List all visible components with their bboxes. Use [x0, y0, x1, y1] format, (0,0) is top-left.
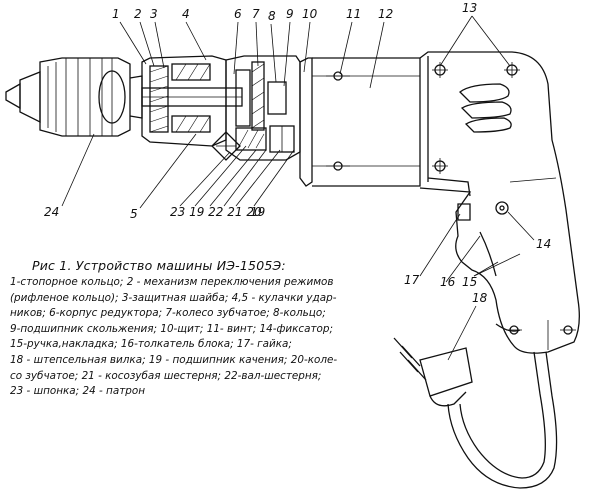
- caption-title: Рис 1. Устройство машины ИЭ-1505Э:: [32, 258, 286, 273]
- leader-lines: [61, 15, 535, 361]
- callout-1: 1: [112, 7, 120, 21]
- motor-housing: [299, 57, 421, 187]
- caption-line: со зубчатое; 21 - косозубая шестерня; 22…: [10, 369, 322, 382]
- callout-group-23-20: 23 19 22 21 20: [170, 205, 262, 219]
- callout-19: 19: [250, 205, 265, 219]
- caption-line: 1-стопорное кольцо; 2 - механизм переклю…: [10, 276, 334, 288]
- callout-15: 15: [462, 275, 477, 289]
- callout-4: 4: [182, 7, 190, 21]
- callout-11: 11: [346, 7, 361, 21]
- figure-caption: Рис 1. Устройство машины ИЭ-1505Э: 1-сто…: [10, 258, 362, 400]
- callout-16: 16: [440, 275, 456, 289]
- callout-10: 10: [302, 7, 318, 21]
- caption-line: 18 - штепсельная вилка; 19 - подшипник к…: [10, 353, 338, 366]
- callout-18: 18: [472, 291, 488, 305]
- callout-9: 9: [286, 7, 294, 21]
- callout-labels: 1 2 3 4 6 7 8 9 10 11 12 13 24 5 23 19 2…: [44, 1, 551, 305]
- callout-5: 5: [130, 207, 138, 221]
- caption-line: 23 - шпонка; 24 - патрон: [10, 385, 146, 398]
- callout-2: 2: [134, 7, 142, 21]
- gearbox: [211, 55, 301, 161]
- callout-17: 17: [404, 273, 420, 287]
- callout-12: 12: [378, 7, 393, 21]
- callout-6: 6: [234, 7, 242, 21]
- caption-line: 15-ручка,накладка; 16-толкатель блока; 1…: [10, 338, 292, 351]
- callout-24: 24: [44, 205, 59, 219]
- chuck: [5, 57, 143, 137]
- caption-line: (рифленое кольцо); 3-защитная шайба; 4,5…: [10, 291, 337, 304]
- handle-housing: [419, 51, 580, 354]
- caption-line: ников; 6-корпус редуктора; 7-колесо зубч…: [10, 307, 326, 320]
- power-cord: [393, 337, 558, 489]
- callout-14: 14: [536, 237, 551, 251]
- callout-13: 13: [462, 1, 477, 15]
- callout-8: 8: [268, 9, 276, 23]
- caption-line: 9-подшипник скольжения; 10-щит; 11- винт…: [10, 322, 333, 335]
- callout-3: 3: [150, 7, 158, 21]
- callout-7: 7: [252, 7, 260, 21]
